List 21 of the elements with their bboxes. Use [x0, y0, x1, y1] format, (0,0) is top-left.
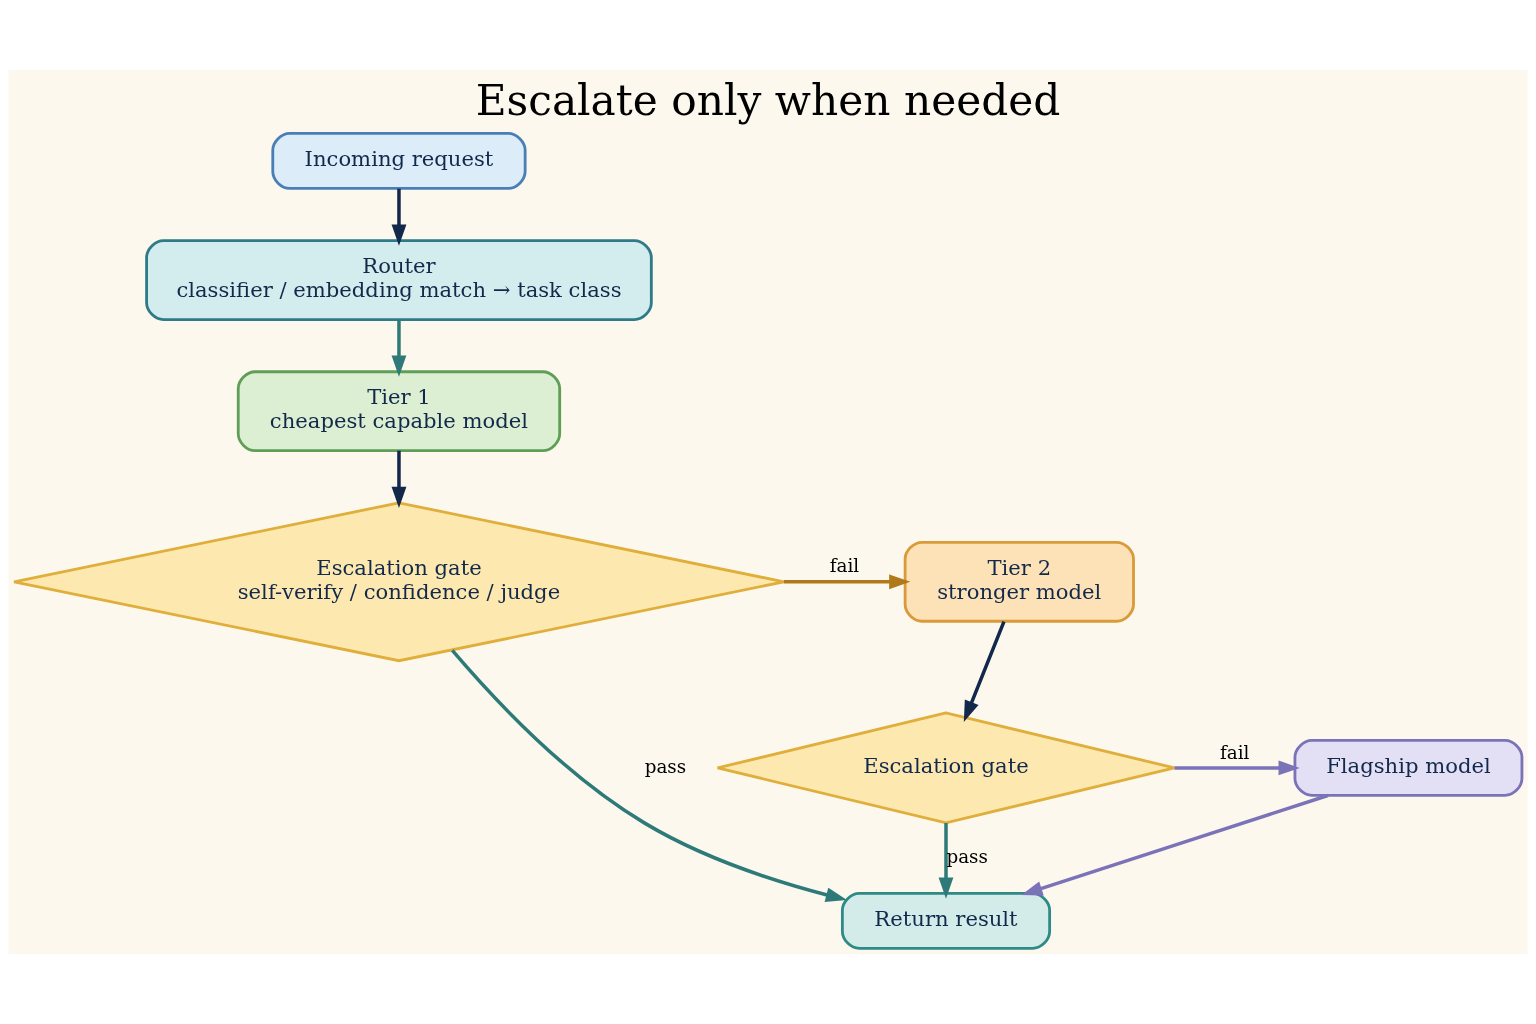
arrow [391, 450, 407, 508]
node-diamond: Escalation gate self-verify / confidence / judge [12, 501, 786, 663]
node-box: Tier 1 cheapest capable model [236, 370, 562, 453]
node-box: Incoming request [271, 132, 527, 190]
diagram-title: Escalate only when needed [475, 76, 1061, 126]
arrow [1174, 760, 1300, 776]
node-box: Flagship model [1293, 739, 1524, 797]
arrow [391, 188, 407, 246]
node-box: Return result [840, 891, 1052, 950]
arrow [783, 574, 911, 590]
node-box: Tier 2 stronger model [903, 540, 1135, 623]
node-diamond: Escalation gate [716, 711, 1176, 825]
edge-label: fail [829, 555, 860, 577]
arrow [938, 823, 954, 899]
edge-label: fail [1219, 741, 1250, 763]
arrow [963, 620, 1006, 722]
arrow [451, 649, 847, 902]
node-box: Router classifier / embedding match → task class [145, 239, 653, 321]
arrow [1021, 793, 1329, 896]
arrow [391, 319, 407, 377]
edge-label: pass [644, 755, 687, 777]
